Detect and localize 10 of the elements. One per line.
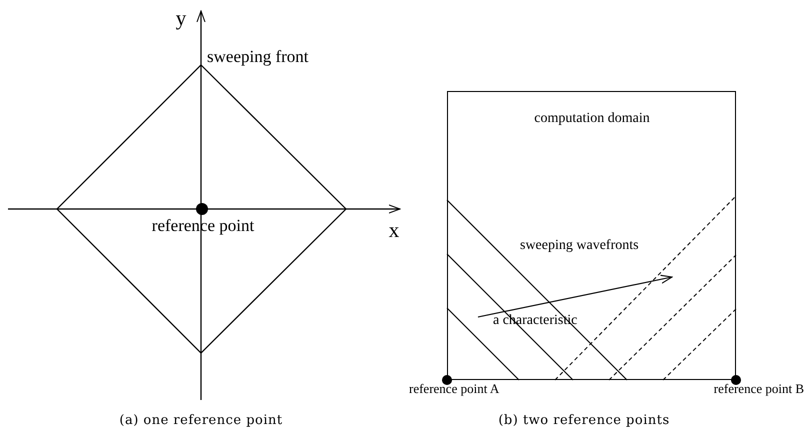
axis-label: y [176,8,186,29]
subfigure-caption: (a) one reference point [119,414,283,427]
point-label: reference point A [409,382,500,395]
annotation-text: sweeping wavefronts [520,239,639,253]
domain-box [447,91,736,380]
point-label: reference point B [714,382,804,395]
subfigure-caption: (b) two reference points [498,414,670,427]
region-label: computation domain [534,112,650,126]
annotation-text: sweeping front [207,48,309,65]
axis-label: x [388,220,400,241]
